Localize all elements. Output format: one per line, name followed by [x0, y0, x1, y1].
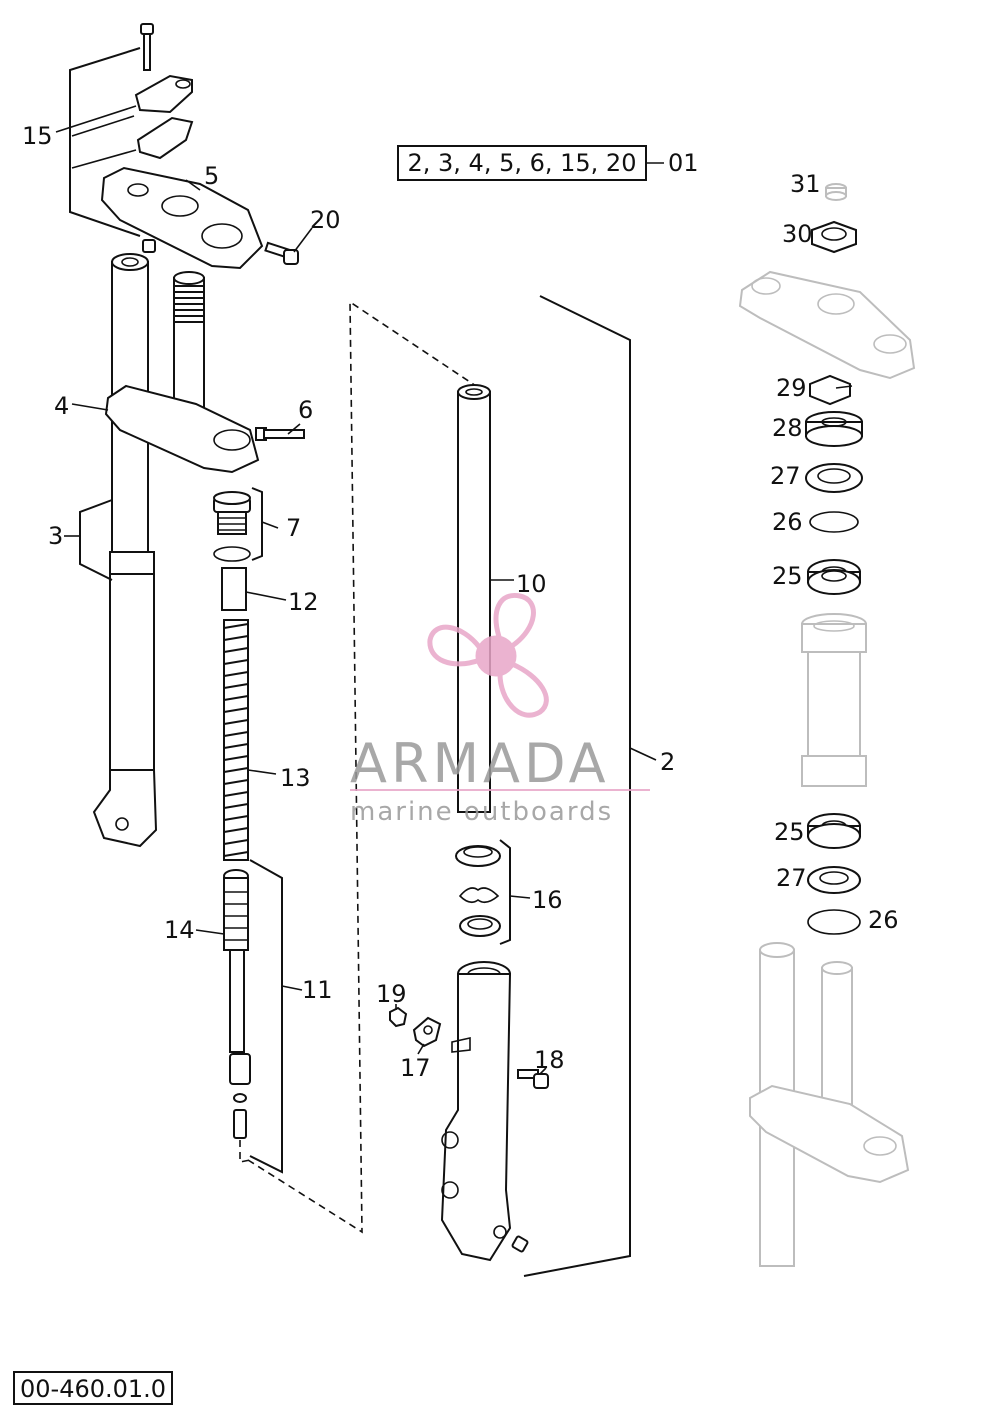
callout-6: 6	[298, 396, 313, 424]
callout-25-top: 25	[772, 562, 803, 590]
callout-5: 5	[204, 162, 219, 190]
callout-19: 19	[376, 980, 407, 1008]
callout-20: 20	[310, 206, 341, 234]
fork-tube-10	[457, 384, 491, 813]
callout-18: 18	[534, 1046, 565, 1074]
seal-ring-26-top	[809, 511, 859, 533]
damper-rod-assembly-11	[223, 869, 251, 1139]
callout-29: 29	[776, 374, 807, 402]
bracket-7	[251, 487, 263, 561]
spacer-12	[221, 567, 247, 611]
bolt-18	[517, 1069, 549, 1089]
lower-clamp-reference	[749, 942, 910, 1267]
callout-12: 12	[288, 588, 319, 616]
assembly-box-text: 2, 3, 4, 5, 6, 15, 20	[408, 149, 637, 177]
bracket-15	[69, 47, 141, 237]
handlebar-clamp-lower	[136, 116, 194, 160]
callout-4: 4	[54, 392, 69, 420]
upper-clamp-reference	[738, 270, 916, 380]
callout-27-bottom: 27	[776, 864, 807, 892]
pinch-bolt-6	[255, 427, 305, 441]
assembly-box-suffix: 01	[668, 149, 699, 177]
callout-15: 15	[22, 122, 53, 150]
washer-28	[805, 411, 863, 447]
callout-3: 3	[48, 522, 63, 550]
pinch-bolt-20	[264, 241, 299, 265]
callout-27-top: 27	[770, 462, 801, 490]
callout-7: 7	[286, 514, 301, 542]
bearing-25-top	[807, 559, 861, 595]
callout-13: 13	[280, 764, 311, 792]
handlebar-clamp-upper	[134, 74, 193, 114]
callout-17: 17	[400, 1054, 431, 1082]
assembly-box: 2, 3, 4, 5, 6, 15, 20 01	[397, 145, 699, 181]
nut-small	[142, 239, 156, 253]
seal-kit-16	[455, 845, 501, 937]
bearing-race-27-bottom	[807, 866, 861, 894]
bracket-16	[499, 839, 511, 945]
steering-head-parts	[738, 183, 916, 1267]
steering-head-tube-reference	[801, 613, 867, 787]
callout-26-bottom: 26	[868, 906, 899, 934]
lower-triple-clamp	[104, 384, 260, 474]
callout-26-top: 26	[772, 508, 803, 536]
fork-spring-13	[223, 619, 249, 861]
callout-labels: 15 5 20 4 6 3 7 12 13 14 11 10 2 16 19 1…	[22, 122, 899, 1082]
hose-clip-17	[412, 1016, 442, 1048]
callout-11: 11	[302, 976, 333, 1004]
watermark-brand: ARMADA	[350, 732, 610, 795]
fork-leg-assembly-3	[92, 253, 158, 848]
left-fork-assembly	[55, 23, 313, 1174]
bearing-race-27-top	[805, 463, 863, 493]
fork-slider	[440, 961, 529, 1262]
watermark: ARMADA marine outboards	[350, 592, 650, 827]
bracket-3	[79, 499, 113, 581]
callout-10: 10	[516, 570, 547, 598]
upper-triple-clamp	[100, 166, 264, 270]
bracket-11	[249, 859, 283, 1174]
watermark-tagline: marine outboards	[350, 797, 613, 827]
clamp-bolt	[140, 23, 154, 71]
nut-19	[389, 1006, 408, 1028]
callout-2: 2	[660, 748, 675, 776]
nut-29	[809, 374, 851, 406]
callout-16: 16	[532, 886, 563, 914]
diagram-code: 00-460.01.0	[20, 1375, 166, 1403]
callout-14: 14	[164, 916, 195, 944]
callout-30: 30	[782, 220, 813, 248]
steering-stem	[173, 271, 205, 409]
propeller-logo	[427, 592, 549, 718]
callout-25-bottom: 25	[774, 818, 805, 846]
diagram-code-box: 00-460.01.0	[13, 1371, 173, 1405]
callout-31: 31	[790, 170, 821, 198]
callout-28: 28	[772, 414, 803, 442]
center-fork-leg	[247, 295, 657, 1277]
bearing-25-bottom	[807, 813, 861, 849]
nut-30	[811, 220, 857, 254]
cap-31	[825, 183, 847, 201]
bracket-2	[523, 295, 631, 1277]
seal-ring-26-bottom	[807, 909, 861, 935]
fork-cap-7	[213, 491, 251, 562]
